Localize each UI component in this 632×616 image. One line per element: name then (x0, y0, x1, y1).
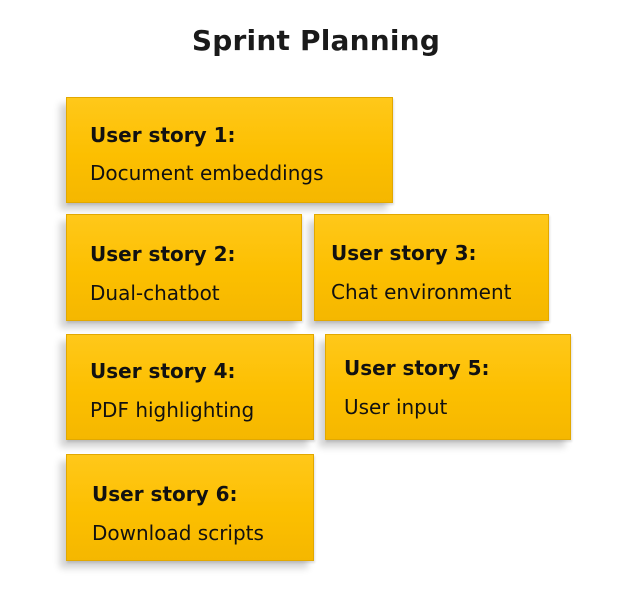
user-story-card-1: User story 1: Document embeddings (66, 97, 394, 211)
user-story-heading: User story 5: (344, 356, 490, 380)
user-story-description: User input (344, 395, 448, 419)
user-story-description: PDF highlighting (90, 398, 255, 422)
user-story-description: Document embeddings (90, 161, 324, 185)
user-story-description: Download scripts (92, 521, 264, 545)
user-story-heading: User story 1: (90, 123, 236, 147)
user-story-card-3: User story 3: Chat environment (314, 214, 550, 329)
user-story-heading: User story 6: (92, 482, 238, 506)
user-story-card-5: User story 5: User input (325, 334, 572, 448)
user-story-description: Chat environment (331, 280, 512, 304)
user-story-description: Dual-chatbot (90, 281, 220, 305)
user-story-heading: User story 4: (90, 359, 236, 383)
user-story-card-4: User story 4: PDF highlighting (66, 334, 315, 448)
page-title: Sprint Planning (191, 24, 441, 57)
user-story-heading: User story 2: (90, 242, 236, 266)
user-story-heading: User story 3: (331, 241, 477, 265)
user-story-card-6: User story 6: Download scripts (66, 454, 315, 569)
user-story-card-2: User story 2: Dual-chatbot (66, 214, 303, 329)
